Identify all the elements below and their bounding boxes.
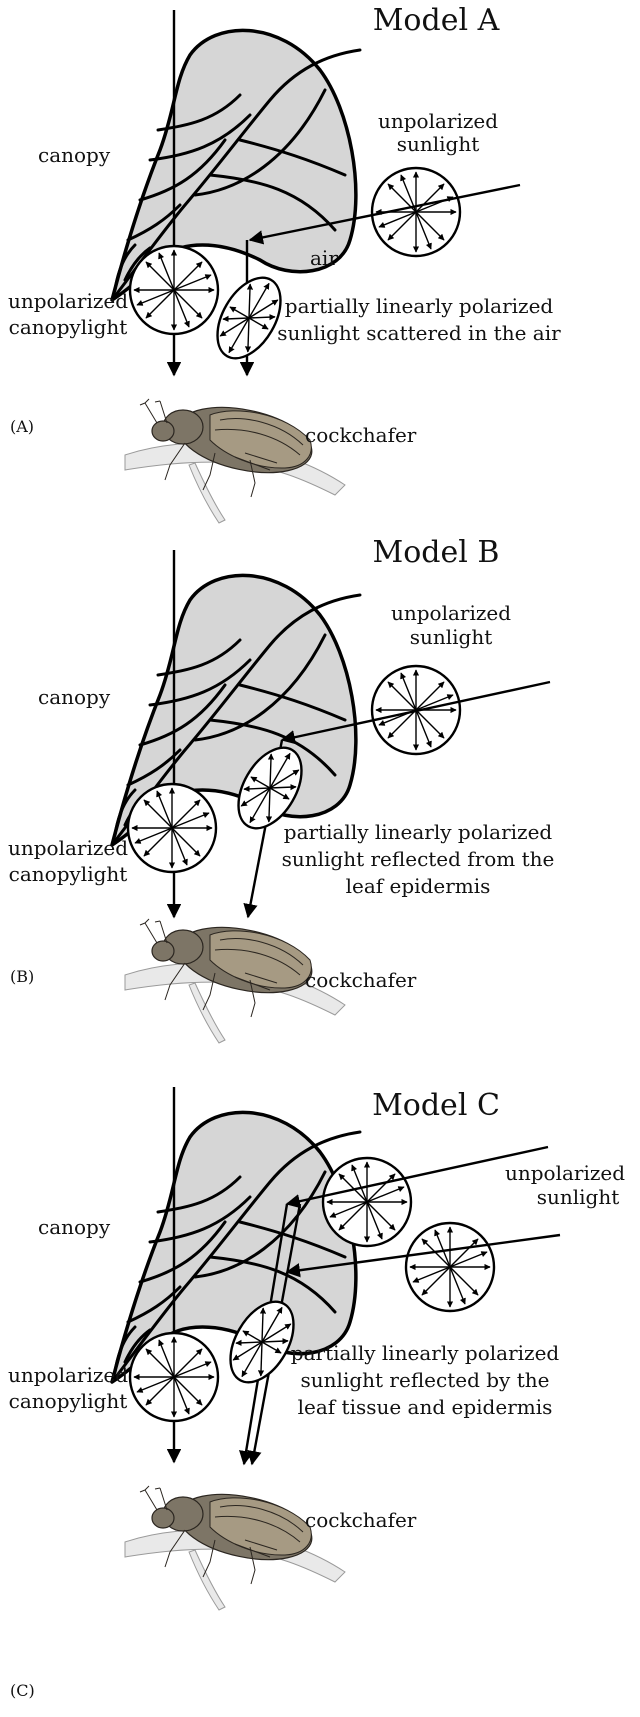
polarized-label-line1: partially linearly polarized (285, 294, 554, 318)
sunlight-label-line1: unpolarized (378, 109, 498, 133)
polarized-label-line1: partially linearly polarized (291, 1341, 560, 1365)
panel-c: Model C canopy unpolarized sunlight unpo… (8, 1087, 625, 1700)
panel-a: Model A canopy unpolarized sunlight air … (8, 3, 561, 523)
canopylight-label-line2: canopylight (9, 315, 128, 339)
sunlight-label-line1: unpolarized (391, 601, 511, 625)
insect-label: cockchafer (305, 968, 417, 992)
insect-label: cockchafer (305, 423, 417, 447)
canopylight-label-line1: unpolarized (8, 1363, 128, 1387)
sunlight-label-line2: sunlight (397, 132, 480, 156)
sunlight-label-line2: sunlight (410, 625, 493, 649)
starburst-circle-icon (130, 1333, 218, 1421)
model-title: Model A (373, 3, 500, 38)
polarized-label-line3: leaf epidermis (346, 874, 491, 898)
cockchafer-beetle-icon (125, 1484, 345, 1610)
canopy-label: canopy (38, 143, 111, 167)
polarized-label-line2: sunlight scattered in the air (277, 321, 561, 345)
starburst-circle-icon (130, 246, 218, 334)
canopylight-label-line1: unpolarized (8, 836, 128, 860)
canopy-label: canopy (38, 1215, 111, 1239)
starburst-circle-icon (406, 1223, 494, 1311)
polarized-label-line2: sunlight reflected by the (301, 1368, 550, 1392)
canopylight-label-line1: unpolarized (8, 289, 128, 313)
insect-label: cockchafer (305, 1508, 417, 1532)
canopy-label: canopy (38, 685, 111, 709)
sunlight-label-line2: sunlight (537, 1185, 620, 1209)
cockchafer-beetle-icon (125, 397, 345, 523)
polarized-label-line3: leaf tissue and epidermis (298, 1395, 553, 1419)
canopylight-label-line2: canopylight (9, 862, 128, 886)
air-label: air (310, 246, 338, 270)
panel-label: (B) (10, 967, 34, 986)
canopylight-label-line2: canopylight (9, 1389, 128, 1413)
starburst-circle-icon (128, 784, 216, 872)
model-title: Model B (373, 535, 500, 570)
starburst-circle-icon (323, 1158, 411, 1246)
polarized-label-line2: sunlight reflected from the (282, 847, 555, 871)
panel-b: Model B canopy unpolarized sunlight unpo… (8, 535, 554, 1043)
polarized-label-line1: partially linearly polarized (284, 820, 553, 844)
panel-label: (C) (10, 1681, 35, 1700)
panel-label: (A) (10, 417, 34, 436)
model-title: Model C (372, 1088, 500, 1123)
sunlight-label-line1: unpolarized (505, 1161, 625, 1185)
